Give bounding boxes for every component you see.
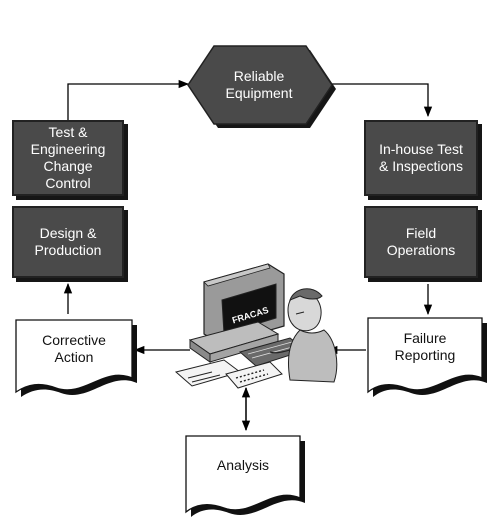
computer-workstation-illustration: FRACAS (174, 263, 338, 389)
analysis-document: Analysis (186, 436, 300, 506)
failure-reporting-label: Failure Reporting (394, 330, 456, 363)
in-house-test-inspections-label: In-house Test & Inspections (378, 141, 464, 174)
failure-reporting-document-shape (367, 317, 487, 397)
reliable-equipment-label: Reliable Equipment (225, 68, 293, 101)
test-engineering-change-control-label: Test & Engineering Change Control (30, 124, 106, 191)
in-house-test-inspections-box: In-house Test & Inspections (364, 120, 478, 196)
field-operations-label: Field Operations (386, 225, 456, 258)
arrow-left-to-center (67, 79, 190, 120)
analysis-document-shape (185, 435, 305, 517)
design-production-label: Design & Production (34, 225, 102, 258)
arrow-center-to-right (330, 83, 433, 118)
failure-reporting-document: Failure Reporting (368, 318, 482, 388)
reliable-equipment-hexagon (187, 45, 333, 125)
design-production-box: Design & Production (12, 206, 124, 278)
field-operations-box: Field Operations (364, 206, 478, 278)
test-engineering-change-control-box: Test & Engineering Change Control (12, 120, 124, 196)
corrective-action-document-shape (15, 319, 137, 397)
reliable-equipment-node: Reliable Equipment (188, 62, 330, 108)
corrective-action-document: Corrective Action (16, 320, 132, 390)
corrective-action-label: Corrective Action (42, 332, 106, 365)
analysis-label: Analysis (216, 456, 270, 473)
